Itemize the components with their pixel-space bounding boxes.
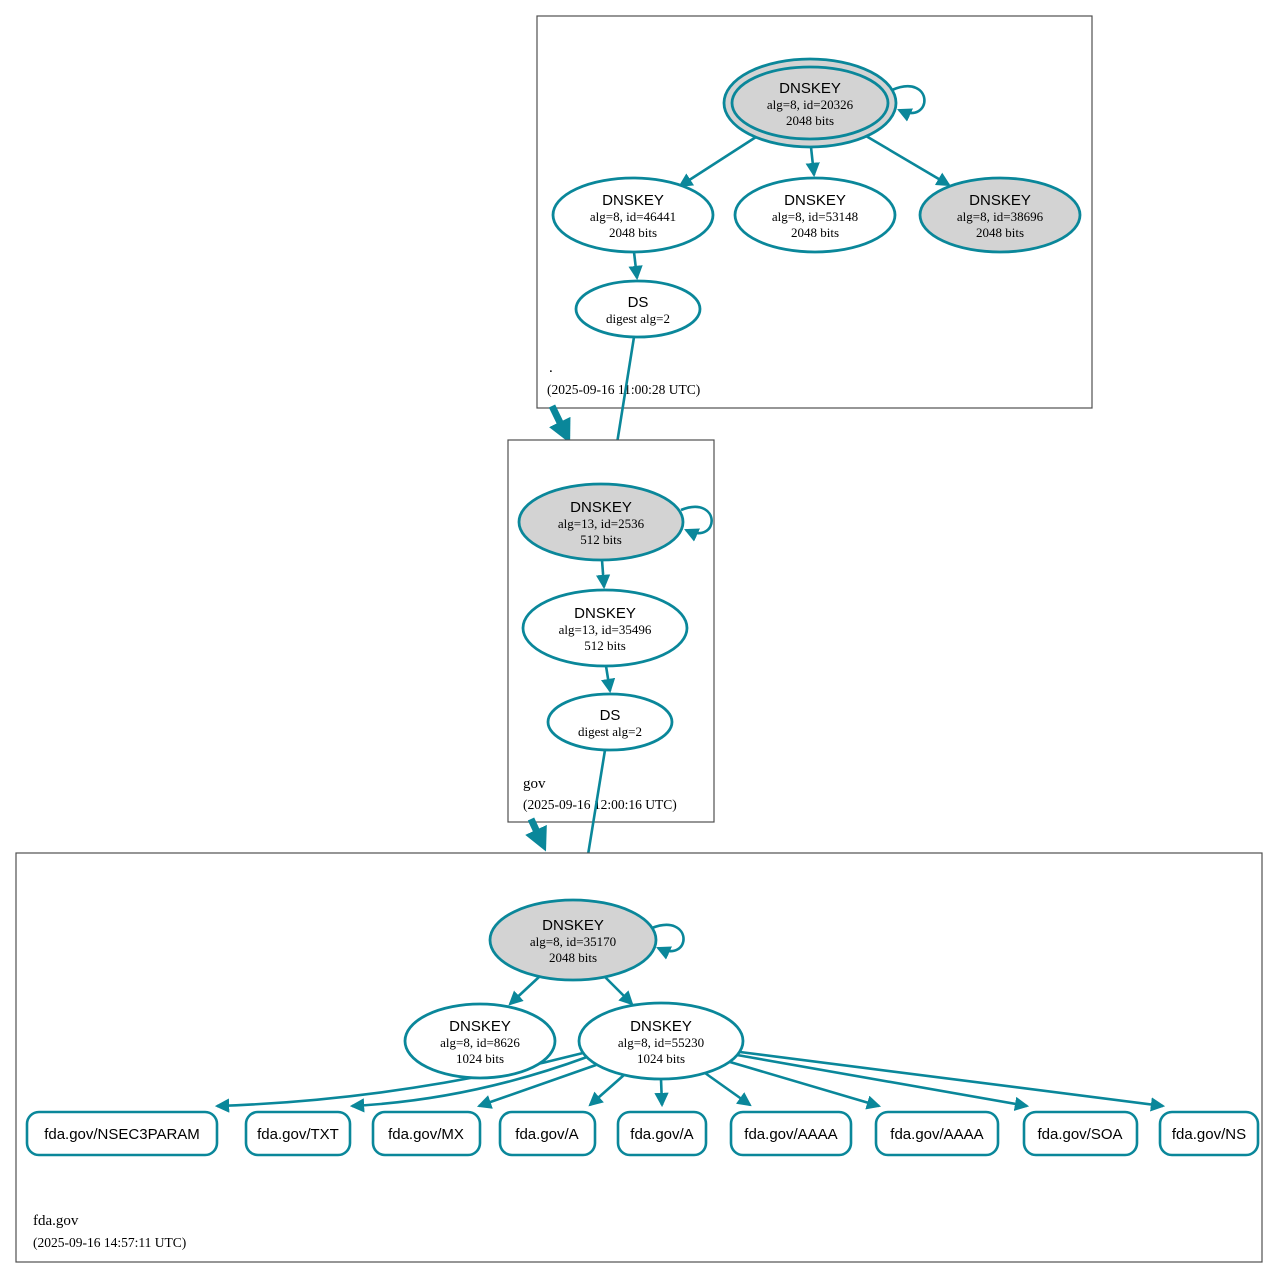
rrset-node-aaaa2[interactable]: fda.gov/AAAA bbox=[874, 1110, 1000, 1157]
node-title: DNSKEY bbox=[449, 1018, 511, 1035]
node-detail: alg=8, id=55230 bbox=[618, 1035, 704, 1050]
node-detail: 512 bits bbox=[580, 532, 622, 547]
rrset-label: fda.gov/MX bbox=[388, 1126, 464, 1143]
rrset-label: fda.gov/TXT bbox=[257, 1126, 339, 1143]
node-title: DNSKEY bbox=[602, 192, 664, 209]
rrset-label: fda.gov/NS bbox=[1172, 1126, 1246, 1143]
node-detail: 2048 bits bbox=[976, 225, 1024, 240]
edge-gov-zone-to-fda-zone bbox=[525, 817, 547, 852]
edge-zsk2-to-rrset-soa bbox=[736, 1053, 1030, 1111]
node-detail: digest alg=2 bbox=[606, 311, 670, 326]
node-title: DNSKEY bbox=[630, 1018, 692, 1035]
rrset-label: fda.gov/A bbox=[630, 1126, 693, 1143]
dnskey-node-fda-55230[interactable]: DNSKEY alg=8, id=55230 1024 bits bbox=[577, 1001, 745, 1081]
zone-name-gov: gov bbox=[523, 776, 546, 792]
edge-root-ksk-selfloop bbox=[891, 85, 926, 122]
node-detail: alg=13, id=35496 bbox=[559, 622, 652, 637]
dnskey-node-fda-35170[interactable]: DNSKEY alg=8, id=35170 2048 bits bbox=[488, 898, 658, 982]
node-detail: alg=8, id=46441 bbox=[590, 209, 676, 224]
edge-root-ksk-to-key3 bbox=[865, 134, 951, 187]
edge-fda-ksk-to-zsk1 bbox=[508, 976, 540, 1006]
rrset-node-txt[interactable]: fda.gov/TXT bbox=[244, 1110, 352, 1157]
node-detail: alg=8, id=8626 bbox=[440, 1035, 520, 1050]
dnskey-node-root-53148[interactable]: DNSKEY alg=8, id=53148 2048 bits bbox=[733, 176, 897, 254]
node-title: DS bbox=[628, 294, 649, 311]
dnskey-node-root-20326[interactable]: DNSKEY alg=8, id=20326 2048 bits bbox=[722, 57, 898, 149]
edge-zsk2-to-rrset-a1 bbox=[588, 1074, 625, 1107]
rrset-node-nsec3param[interactable]: fda.gov/NSEC3PARAM bbox=[25, 1110, 219, 1157]
zone-name-fda-gov: fda.gov bbox=[33, 1213, 79, 1229]
dnskey-node-root-38696[interactable]: DNSKEY alg=8, id=38696 2048 bits bbox=[918, 176, 1082, 254]
node-detail: alg=8, id=53148 bbox=[772, 209, 858, 224]
node-title: DNSKEY bbox=[779, 80, 841, 97]
node-detail: 2048 bits bbox=[791, 225, 839, 240]
edge-fda-ksk-to-zsk2 bbox=[604, 976, 634, 1006]
node-detail: alg=13, id=2536 bbox=[558, 516, 645, 531]
ds-node-gov[interactable]: DS digest alg=2 bbox=[546, 692, 674, 752]
zone-name-root: . bbox=[549, 360, 553, 376]
node-detail: 2048 bits bbox=[549, 950, 597, 965]
node-detail: alg=8, id=38696 bbox=[957, 209, 1044, 224]
edge-fda-ksk-selfloop bbox=[651, 923, 685, 960]
edge-zsk2-to-rrset-txt bbox=[349, 1055, 588, 1113]
node-detail: digest alg=2 bbox=[578, 724, 642, 739]
rrset-label: fda.gov/NSEC3PARAM bbox=[44, 1126, 200, 1143]
rrset-node-ns[interactable]: fda.gov/NS bbox=[1158, 1110, 1260, 1157]
edge-root-ksk-to-zsk2 bbox=[805, 146, 820, 178]
edge-zsk2-to-rrset-ns bbox=[739, 1050, 1166, 1112]
edge-root-ksk-to-zsk1 bbox=[678, 135, 757, 188]
edge-zsk2-to-rrset-a2 bbox=[654, 1078, 669, 1108]
node-detail: alg=8, id=20326 bbox=[767, 97, 854, 112]
rrset-node-mx[interactable]: fda.gov/MX bbox=[371, 1110, 482, 1157]
zone-fda-gov: DNSKEY alg=8, id=35170 2048 bits DNSKEY … bbox=[15, 852, 1263, 1263]
zone-timestamp-root: (2025-09-16 11:00:28 UTC) bbox=[547, 382, 700, 397]
node-title: DNSKEY bbox=[969, 192, 1031, 209]
rrset-node-soa[interactable]: fda.gov/SOA bbox=[1022, 1110, 1139, 1157]
edge-root-zsk1-to-ds bbox=[628, 251, 643, 281]
node-detail: alg=8, id=35170 bbox=[530, 934, 616, 949]
rrset-node-aaaa1[interactable]: fda.gov/AAAA bbox=[729, 1110, 853, 1157]
rrset-node-a2[interactable]: fda.gov/A bbox=[616, 1110, 708, 1157]
node-detail: 512 bits bbox=[584, 638, 626, 653]
node-detail: 1024 bits bbox=[456, 1051, 504, 1066]
dnskey-node-gov-35496[interactable]: DNSKEY alg=13, id=35496 512 bits bbox=[521, 588, 689, 668]
dnskey-node-gov-2536[interactable]: DNSKEY alg=13, id=2536 512 bits bbox=[517, 482, 685, 562]
node-title: DNSKEY bbox=[784, 192, 846, 209]
rrset-label: fda.gov/A bbox=[515, 1126, 578, 1143]
node-detail: 2048 bits bbox=[609, 225, 657, 240]
edge-gov-ksk-to-zsk bbox=[595, 559, 611, 590]
dnskey-node-root-46441[interactable]: DNSKEY alg=8, id=46441 2048 bits bbox=[551, 176, 715, 254]
edge-root-zone-to-gov-zone bbox=[548, 404, 571, 444]
rrset-label: fda.gov/AAAA bbox=[744, 1126, 837, 1143]
zone-root: DNSKEY alg=8, id=20326 2048 bits DNSKEY … bbox=[536, 15, 1093, 409]
zone-timestamp-fda-gov: (2025-09-16 14:57:11 UTC) bbox=[33, 1235, 186, 1250]
node-detail: 2048 bits bbox=[786, 113, 834, 128]
dnskey-node-fda-8626[interactable]: DNSKEY alg=8, id=8626 1024 bits bbox=[403, 1002, 557, 1080]
zone-gov: DNSKEY alg=13, id=2536 512 bits DNSKEY a… bbox=[507, 439, 715, 823]
edge-zsk2-to-rrset-mx bbox=[476, 1063, 597, 1109]
edge-zsk2-to-rrset-aaaa1 bbox=[704, 1071, 752, 1107]
edge-gov-ksk-selfloop bbox=[680, 505, 713, 542]
node-title: DNSKEY bbox=[574, 605, 636, 622]
rrset-label: fda.gov/AAAA bbox=[890, 1126, 983, 1143]
node-title: DS bbox=[600, 707, 621, 724]
rrset-node-a1[interactable]: fda.gov/A bbox=[498, 1110, 597, 1157]
ds-node-root[interactable]: DS digest alg=2 bbox=[574, 279, 702, 339]
node-title: DNSKEY bbox=[542, 917, 604, 934]
zone-timestamp-gov: (2025-09-16 12:00:16 UTC) bbox=[523, 797, 677, 812]
edge-zsk2-to-rrset-aaaa2 bbox=[729, 1060, 882, 1110]
rrset-label: fda.gov/SOA bbox=[1037, 1126, 1122, 1143]
edge-gov-zsk-to-ds bbox=[601, 665, 616, 694]
node-detail: 1024 bits bbox=[637, 1051, 685, 1066]
node-title: DNSKEY bbox=[570, 499, 632, 516]
